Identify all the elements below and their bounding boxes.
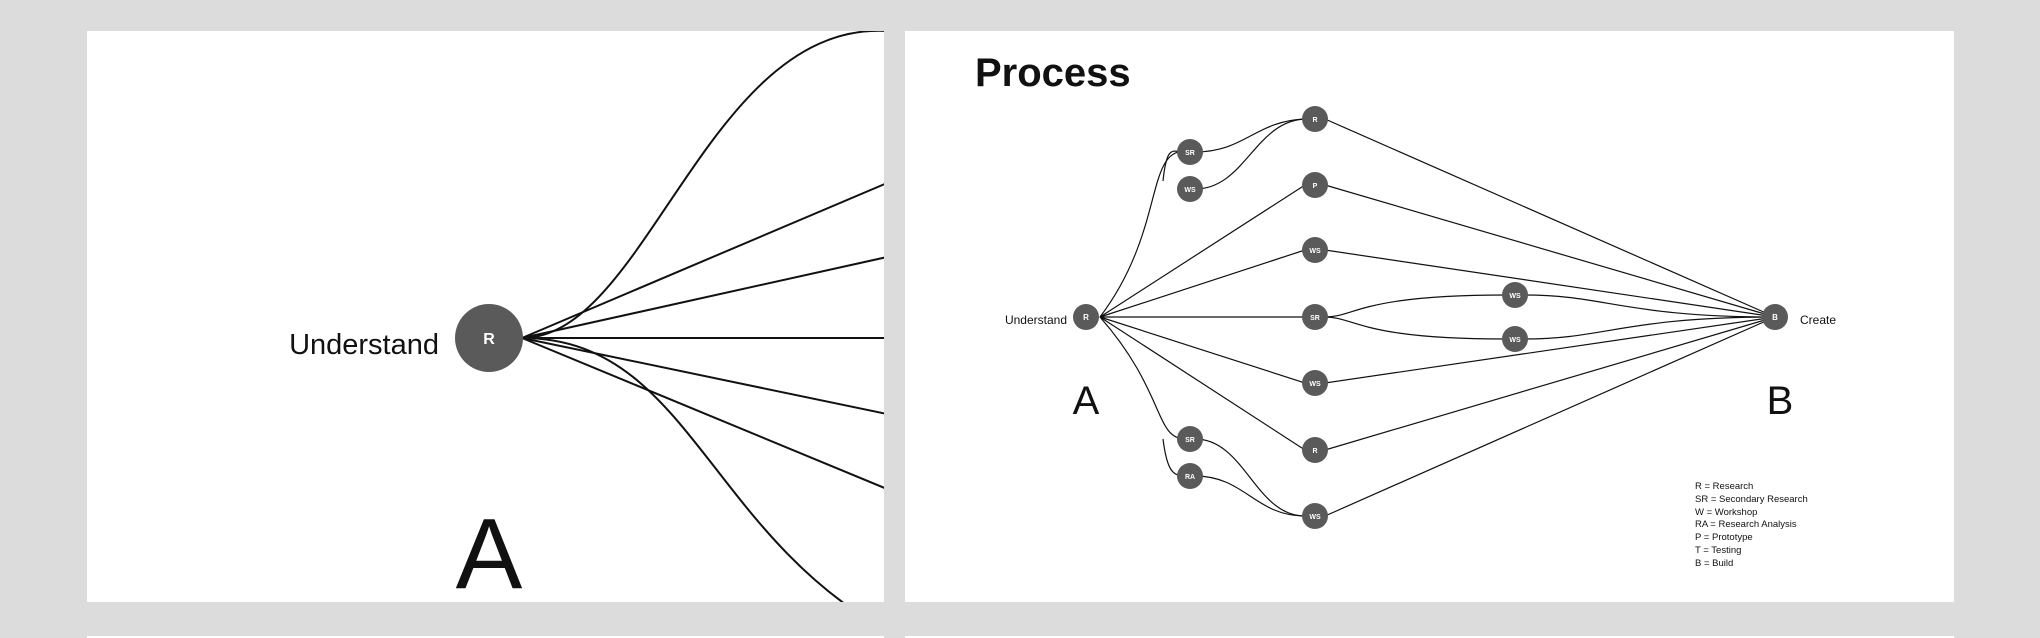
legend-item: W = Workshop xyxy=(1695,506,1758,518)
node-ra[interactable] xyxy=(1177,463,1203,489)
zoomed-diagram: R Understand A xyxy=(289,31,884,602)
node-sr-top-label: SR xyxy=(1185,150,1195,157)
node-ws-branch-down-label: WS xyxy=(1509,337,1521,344)
node-p-label: P xyxy=(1313,183,1318,190)
research-node-label: R xyxy=(483,331,495,348)
legend-item: B = Build xyxy=(1695,557,1734,569)
edge-ws-low-b xyxy=(1324,316,1776,384)
start-research-node-label: R xyxy=(1083,313,1089,322)
edge-r-p xyxy=(1099,184,1306,318)
slide-process[interactable]: Process xyxy=(905,31,1954,602)
node-sr-bottom-label: SR xyxy=(1185,437,1195,444)
create-label: Create xyxy=(1800,313,1836,327)
edge-r-ws-mid xyxy=(1099,249,1306,318)
understand-label: Understand xyxy=(289,329,439,361)
edge-sr-ws-up xyxy=(1324,294,1506,318)
edge-ws-up-b xyxy=(1524,294,1776,318)
node-ws-low[interactable] xyxy=(1302,370,1328,396)
legend-item: RA = Research Analysis xyxy=(1695,519,1797,531)
research-node[interactable] xyxy=(455,304,523,372)
node-r-low[interactable] xyxy=(1302,437,1328,463)
node-r-top[interactable] xyxy=(1302,106,1328,132)
start-research-node[interactable] xyxy=(1073,304,1099,330)
edge-r-low-b xyxy=(1324,316,1776,451)
node-ws-bottom[interactable] xyxy=(1302,503,1328,529)
edge-ws-down-b xyxy=(1524,316,1776,340)
edge-line-5 xyxy=(521,337,884,489)
node-ws-branch-up-label: WS xyxy=(1509,293,1521,300)
edge-line-4 xyxy=(521,337,884,415)
next-slide-edge-left xyxy=(87,636,884,638)
node-ws-mid[interactable] xyxy=(1302,237,1328,263)
zoomed-edges xyxy=(521,31,884,602)
node-ws-top-label: WS xyxy=(1184,187,1196,194)
understand-label-small: Understand xyxy=(1005,313,1067,327)
edge-sr-r-top xyxy=(1194,118,1306,153)
node-sr-center-label: SR xyxy=(1310,315,1320,322)
node-ws-low-label: WS xyxy=(1309,381,1321,388)
edge-ra-ws-bottom xyxy=(1194,475,1306,517)
edge-ws-r-top xyxy=(1194,118,1306,190)
edge-line-1 xyxy=(521,183,884,339)
edge-p-b xyxy=(1324,184,1776,318)
process-diagram: R B SR WS R P WS SR WS WS WS R S xyxy=(1005,106,1836,529)
node-p[interactable] xyxy=(1302,172,1328,198)
node-ws-mid-label: WS xyxy=(1309,248,1321,255)
next-slide-edge-right xyxy=(905,636,1954,638)
legend: R = Research SR = Secondary Research W =… xyxy=(1695,481,1808,571)
letter-a: A xyxy=(456,498,523,602)
node-sr-bottom[interactable] xyxy=(1177,426,1203,452)
legend-item: SR = Secondary Research xyxy=(1695,493,1808,505)
legend-item: P = Prototype xyxy=(1695,532,1753,544)
build-node-label: B xyxy=(1772,313,1778,322)
slide-zoomed-start[interactable]: R Understand A xyxy=(87,31,884,602)
process-edges xyxy=(1099,118,1776,517)
edge-sr-ws-bottom xyxy=(1194,438,1306,517)
edge-ws-bottom-b xyxy=(1324,316,1776,517)
edge-sr-ws-down xyxy=(1324,316,1506,340)
page-title: Process xyxy=(975,51,1131,95)
node-r-low-label: R xyxy=(1312,448,1317,455)
legend-item: R = Research xyxy=(1695,481,1754,492)
node-ra-label: RA xyxy=(1185,474,1195,481)
legend-item: T = Testing xyxy=(1695,544,1742,556)
edge-curve-top xyxy=(521,31,884,339)
build-node[interactable] xyxy=(1762,304,1788,330)
edge-curve-bottom xyxy=(521,337,844,602)
edge-r-top-b xyxy=(1324,118,1776,318)
node-sr-top[interactable] xyxy=(1177,139,1203,165)
node-sr-center[interactable] xyxy=(1302,304,1328,330)
node-ws-top[interactable] xyxy=(1177,176,1203,202)
node-ws-bottom-label: WS xyxy=(1309,514,1321,521)
process-nodes: R B SR WS R P WS SR WS WS WS R S xyxy=(1073,106,1788,529)
edge-r-sr-bottom xyxy=(1099,316,1186,440)
edge-line-2 xyxy=(521,256,884,339)
letter-a-small: A xyxy=(1073,379,1100,423)
edge-r-ws-top xyxy=(1099,150,1186,318)
letter-b: B xyxy=(1767,379,1794,423)
node-ws-branch-down[interactable] xyxy=(1502,326,1528,352)
edge-r-r-low xyxy=(1099,316,1306,451)
node-ws-branch-up[interactable] xyxy=(1502,282,1528,308)
edge-ws-mid-b xyxy=(1324,249,1776,318)
node-r-top-label: R xyxy=(1312,117,1317,124)
edge-r-ws-low xyxy=(1099,316,1306,384)
